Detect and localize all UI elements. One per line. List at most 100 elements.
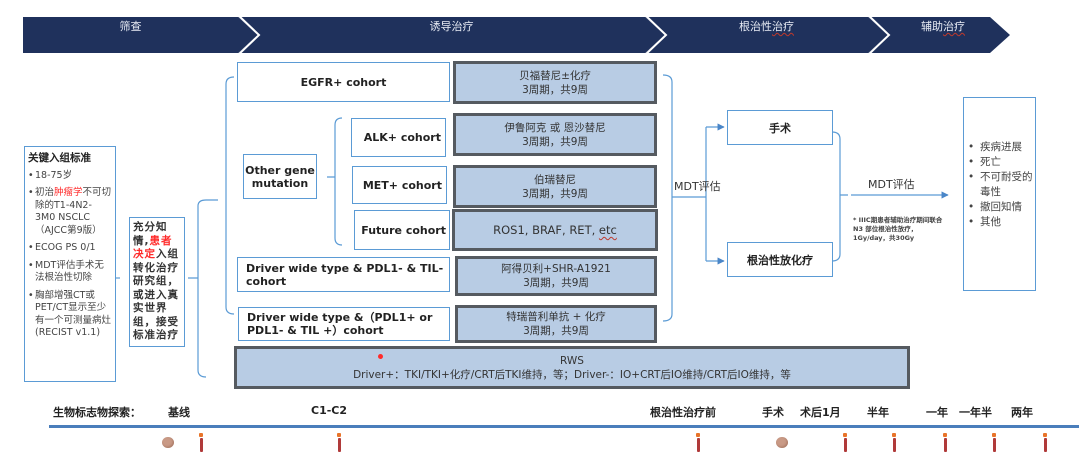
future-drug: ROS1, BRAF, RET, etc [493, 223, 617, 237]
timeline-point-label: 手术 [762, 406, 784, 419]
criteria-item: •ECOG PS 0/1 [28, 242, 96, 253]
phase-label-adjuvant-text: 辅助 [921, 20, 943, 33]
timeline-point-label: 两年 [1011, 406, 1033, 419]
egfr-schedule: 3周期，共9周 [522, 83, 588, 96]
timeline-point-label: 一年半 [959, 406, 992, 419]
other-gene-mutation-box: Other gene mutation [243, 154, 317, 199]
wt-pos-drug-box: 特瑞普利单抗 + 化疗 3周期，共9周 [455, 305, 657, 343]
wt-pos-drug: 特瑞普利单抗 + 化疗 [506, 311, 606, 323]
phase-header: 筛查 诱导治疗 根治性治疗 辅助治疗 [0, 0, 1080, 60]
criteria-item: •MDT评估手术无法根治性切除 [28, 260, 112, 285]
wt-pos-cohort-label: Driver wide type &（PDL1+ or PDL1- & TIL … [247, 311, 433, 337]
blood-tube-icon [697, 438, 700, 452]
criteria-item: •初治肿瘤学不可切除的T1-4N2-3M0 NSCLC（AJCC第9版） [28, 187, 112, 237]
blood-tube-icon [844, 438, 847, 452]
egfr-drug: 贝福替尼±化疗 [519, 69, 591, 82]
blood-tube-icon [1044, 438, 1047, 452]
future-drug-text: ROS1, BRAF, RET, [493, 223, 599, 237]
blood-tube-cap-icon [696, 433, 700, 437]
met-drug-box: 伯瑞替尼 3周期，共9周 [453, 165, 657, 208]
outcome-item-text: 不可耐受的毒性 [980, 171, 1033, 198]
surgery-box: 手术 [727, 110, 833, 145]
outcome-item: •疾病进展 [968, 141, 1022, 153]
phase-label-definitive-underlined: 治疗 [772, 20, 794, 33]
met-cohort-box: MET+ cohort [352, 166, 447, 204]
inclusion-criteria-box: 关键入组标准 •18-75岁 •初治肿瘤学不可切除的T1-4N2-3M0 NSC… [24, 146, 116, 382]
wt-pos-cohort-box: Driver wide type &（PDL1+ or PDL1- & TIL … [238, 307, 450, 341]
phase-chevron-screening [23, 17, 258, 53]
outcomes-box: •疾病进展 •死亡 •不可耐受的毒性 •撤回知情 •其他 [963, 97, 1036, 291]
phase-chevrons [23, 14, 1010, 56]
consent-post: 入组转化治疗研究组，或进入真实世界组，接受标准治疗 [133, 248, 179, 341]
egfr-cohort-label: EGFR+ cohort [300, 75, 387, 89]
met-drug: 伯瑞替尼 [534, 173, 576, 186]
tissue-sample-icon [162, 437, 174, 448]
chemoradio-box: 根治性放化疗 [727, 242, 833, 277]
blood-tube-icon [944, 438, 947, 452]
mdt-eval-label-2: MDT评估 [868, 178, 915, 191]
outcome-item: •其他 [968, 216, 1001, 228]
phase-label-screening: 筛查 [119, 20, 142, 33]
alk-drug-box: 伊鲁阿克 或 恩沙替尼 3周期，共9周 [453, 113, 657, 156]
criteria-item-pre: 初治 [35, 187, 55, 198]
alk-cohort-box: ALK+ cohort [351, 118, 446, 157]
red-dot-marker [378, 354, 383, 359]
blood-tube-cap-icon [199, 433, 203, 437]
timeline-point-label: 术后1月 [800, 406, 841, 419]
future-drug-box: ROS1, BRAF, RET, etc [452, 209, 658, 251]
rws-title: RWS [560, 354, 584, 367]
other-gene-mutation-label: Other gene mutation [245, 163, 315, 190]
criteria-item-highlight: 肿瘤学 [54, 187, 83, 198]
bracket-cohorts [206, 76, 235, 315]
mdt-eval-label-1: MDT评估 [674, 180, 721, 193]
outcome-item: •死亡 [968, 156, 1001, 168]
criteria-item-text: 胸部增强CT或PET/CT显示至少有一个可测量病灶(RECIST v1.1) [35, 289, 112, 339]
timeline-title: 生物标志物探索： [53, 406, 141, 419]
wt-pos-schedule: 3周期，共9周 [523, 325, 589, 337]
criteria-item-text: MDT评估手术无法根治性切除 [35, 259, 104, 284]
surgery-label: 手术 [769, 121, 791, 135]
wt-neg-cohort-label: Driver wide type & PDL1- & TIL- cohort [246, 261, 444, 288]
timeline-axis [49, 425, 1079, 428]
criteria-item-text: 初治肿瘤学不可切除的T1-4N2-3M0 NSCLC（AJCC第9版） [35, 187, 112, 237]
outcome-item-text: 其他 [980, 216, 1001, 228]
criteria-item-post: 不可切除的T1-4N2-3M0 NSCLC（AJCC第9版） [35, 187, 112, 236]
informed-consent-box: 充分知情,患者决定入组转化治疗研究组，或进入真实世界组，接受标准治疗 [129, 217, 185, 347]
outcome-item: •撤回知情 [968, 201, 1022, 213]
bracket-drugs [662, 74, 686, 322]
future-cohort-box: Future cohort [354, 210, 450, 250]
met-schedule: 3周期，共9周 [522, 187, 588, 200]
consent-highlight: 患者决定 [133, 234, 173, 261]
timeline-point-label: 一年 [926, 406, 948, 419]
timeline-point-label: C1-C2 [311, 404, 348, 417]
wt-neg-drug: 阿得贝利+SHR-A1921 [501, 263, 611, 275]
phase-chevron-definitive [645, 17, 888, 53]
met-cohort-label: MET+ cohort [362, 178, 442, 192]
alk-drug: 伊鲁阿克 或 恩沙替尼 [504, 121, 606, 134]
phase-label-adjuvant: 辅助治疗 [888, 17, 998, 37]
criteria-title: 关键入组标准 [28, 152, 91, 164]
blood-tube-icon [993, 438, 996, 452]
phase-label-induction: 诱导治疗 [429, 20, 474, 33]
criteria-item-text: ECOG PS 0/1 [35, 242, 96, 253]
phase-chevron-induction [238, 17, 665, 53]
egfr-drug-box: 贝福替尼±化疗 3周期，共9周 [453, 61, 657, 104]
blood-tube-cap-icon [337, 433, 341, 437]
blood-tube-cap-icon [992, 433, 996, 437]
alk-cohort-label: ALK+ cohort [363, 131, 441, 144]
outcome-item-text: 疾病进展 [980, 141, 1022, 153]
phase-chevron-adjuvant [868, 17, 1010, 53]
future-cohort-label: Future cohort [361, 223, 446, 237]
tissue-sample-icon [776, 437, 788, 448]
rws-detail: Driver+：TKI/TKI+化疗/CRT后TKI维持，等；Driver-：I… [353, 368, 791, 381]
blood-tube-icon [338, 438, 341, 452]
chemoradio-label: 根治性放化疗 [747, 253, 813, 267]
blood-tube-cap-icon [943, 433, 947, 437]
phase-label-definitive-text: 根治性 [739, 20, 772, 33]
bracket-consent [188, 199, 207, 378]
alk-schedule: 3周期，共9周 [522, 135, 588, 148]
future-drug-underlined: etc [598, 223, 617, 237]
egfr-cohort-box: EGFR+ cohort [237, 62, 450, 102]
criteria-item: •胸部增强CT或PET/CT显示至少有一个可测量病灶(RECIST v1.1) [28, 289, 112, 339]
